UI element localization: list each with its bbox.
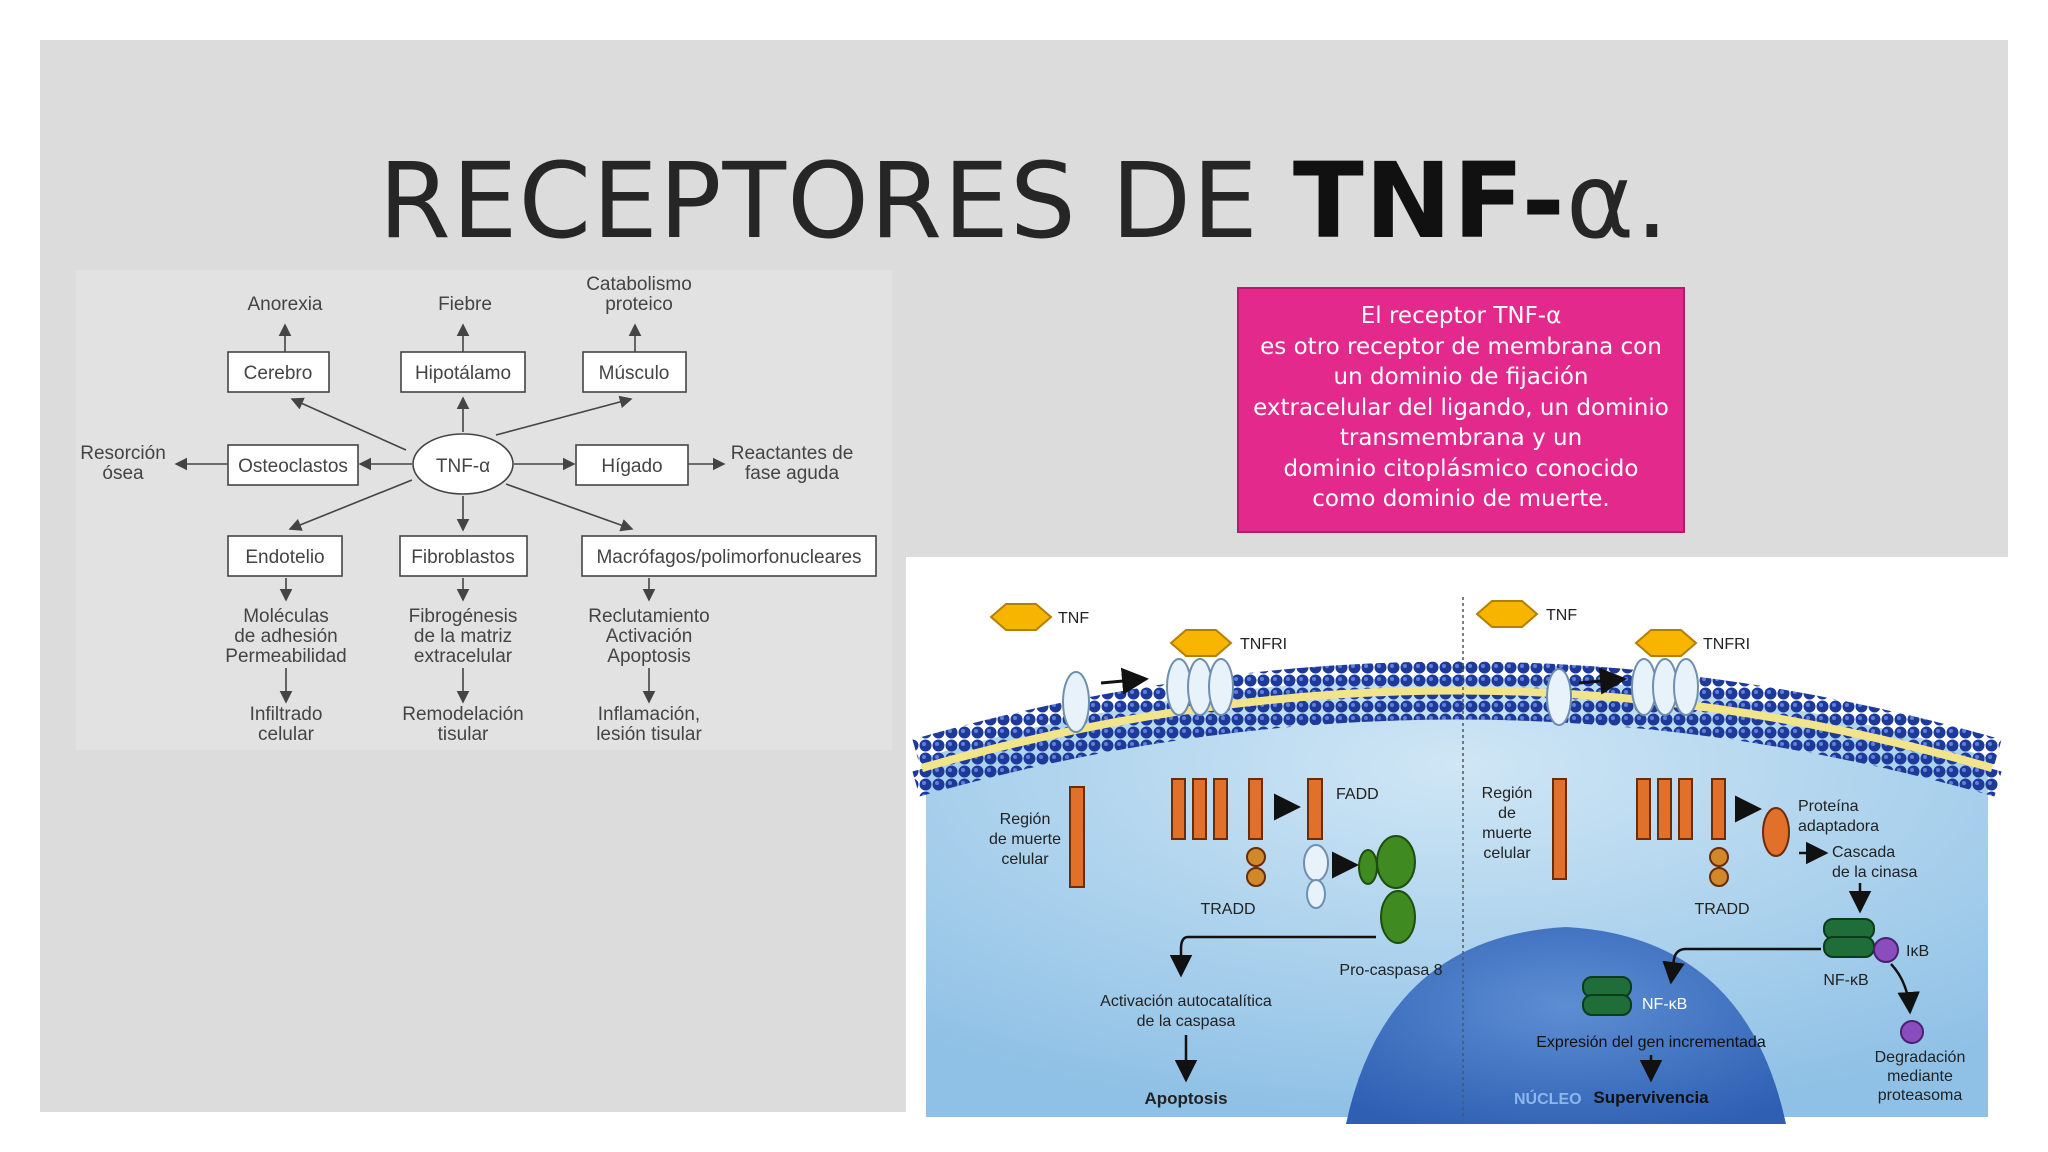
effect-macro-1: Reclutamiento — [588, 606, 709, 627]
label-ikb: IκB — [1906, 943, 1929, 960]
effect-endotelio-3: Permeabilidad — [225, 646, 346, 667]
label-supervivencia: Supervivencia — [1593, 1088, 1709, 1107]
label-nfkb-nucleus: NF-κB — [1642, 996, 1687, 1013]
result-remodelacion-2: tisular — [438, 724, 489, 745]
outcome-reactantes-1: Reactantes de — [731, 443, 854, 464]
label-procaspasa: Pro-caspasa 8 — [1339, 962, 1442, 979]
info-line: es otro receptor de membrana con — [1260, 333, 1662, 360]
label-tradd-left: TRADD — [1200, 901, 1255, 918]
label-activacion-2: de la caspasa — [1137, 1013, 1236, 1030]
outcome-anorexia: Anorexia — [248, 294, 323, 315]
outcome-reactantes-2: fase aguda — [745, 463, 839, 484]
label-region-right-2: de — [1498, 805, 1516, 822]
info-line: como dominio de muerte. — [1312, 486, 1610, 512]
label-region-right-4: celular — [1483, 845, 1531, 862]
label-region-left-2: de muerte — [989, 831, 1061, 848]
label-tradd-right: TRADD — [1694, 901, 1749, 918]
effect-endotelio-1: Moléculas — [243, 606, 329, 627]
info-line: dominio citoplásmico conocido — [1283, 455, 1639, 482]
effect-fibro-1: Fibrogénesis — [409, 606, 518, 627]
label-fadd: FADD — [1336, 786, 1379, 803]
box-musculo: Músculo — [599, 363, 670, 384]
label-degradacion-3: proteasoma — [1878, 1087, 1963, 1104]
box-endotelio: Endotelio — [245, 547, 324, 568]
info-line: transmembrana y un — [1339, 425, 1583, 451]
box-macrofagos: Macrófagos/polimorfonucleares — [596, 547, 861, 568]
label-cascada-2: de la cinasa — [1832, 864, 1917, 881]
label-region-right-1: Región — [1482, 785, 1533, 802]
label-tnfri-left: TNFRI — [1240, 636, 1287, 653]
label-degradacion-1: Degradación — [1875, 1049, 1966, 1066]
label-region-left-1: Región — [1000, 811, 1051, 828]
box-cerebro: Cerebro — [244, 363, 313, 384]
result-infiltrado-1: Infiltrado — [250, 704, 323, 725]
label-region-right-3: muerte — [1482, 825, 1532, 842]
effect-macro-2: Activación — [606, 626, 693, 647]
outcome-resorcion-1: Resorción — [80, 443, 166, 464]
label-tnf-left: TNF — [1058, 610, 1089, 627]
effect-macro-3: Apoptosis — [607, 646, 690, 667]
box-tnf-center: TNF-α — [436, 456, 490, 477]
label-activacion-1: Activación autocatalítica — [1100, 993, 1272, 1010]
label-proteina-2: adaptadora — [1798, 818, 1879, 835]
result-remodelacion-1: Remodelación — [402, 704, 523, 725]
result-inflamacion-1: Inflamación, — [598, 704, 700, 725]
label-apoptosis: Apoptosis — [1144, 1089, 1227, 1108]
label-tnfri-right: TNFRI — [1703, 636, 1750, 653]
info-box: El receptor TNF-α es otro receptor de me… — [1237, 287, 1685, 533]
label-nfkb-complex: NF-κB — [1823, 972, 1868, 989]
tnf-signaling-diagram: TNF TNFRI Región de muerte celular TRADD… — [906, 557, 2008, 1124]
effect-endotelio-2: de adhesión — [234, 626, 338, 647]
tnf-flowchart: Cerebro Hipotálamo Músculo Osteoclastos … — [76, 270, 892, 750]
outcome-resorcion-2: ósea — [102, 463, 144, 484]
result-infiltrado-2: celular — [258, 724, 315, 745]
box-osteoclastos: Osteoclastos — [238, 456, 348, 477]
label-region-left-3: celular — [1001, 851, 1049, 868]
page-title: RECEPTORES DE TNF-α. — [378, 140, 1670, 262]
label-proteina-1: Proteína — [1798, 798, 1859, 815]
outcome-catabolismo-1: Catabolismo — [586, 274, 692, 295]
info-line: El receptor TNF-α — [1360, 303, 1562, 329]
box-higado: Hígado — [601, 456, 662, 477]
box-fibroblastos: Fibroblastos — [411, 547, 515, 568]
label-tnf-right: TNF — [1546, 607, 1577, 624]
result-inflamacion-2: lesión tisular — [596, 724, 702, 745]
outcome-fiebre: Fiebre — [438, 294, 492, 315]
effect-fibro-3: extracelular — [414, 646, 513, 667]
info-line: un dominio de fijación — [1333, 364, 1589, 390]
outcome-catabolismo-2: proteico — [605, 294, 673, 315]
box-hipotalamo: Hipotálamo — [415, 363, 511, 384]
effect-fibro-2: de la matriz — [414, 626, 512, 647]
info-line: extracelular del ligando, un dominio — [1253, 394, 1669, 421]
label-expresion: Expresión del gen incrementada — [1536, 1034, 1766, 1051]
label-degradacion-2: mediante — [1887, 1068, 1953, 1085]
label-cascada-1: Cascada — [1832, 844, 1895, 861]
label-nucleo: NÚCLEO — [1514, 1089, 1582, 1108]
